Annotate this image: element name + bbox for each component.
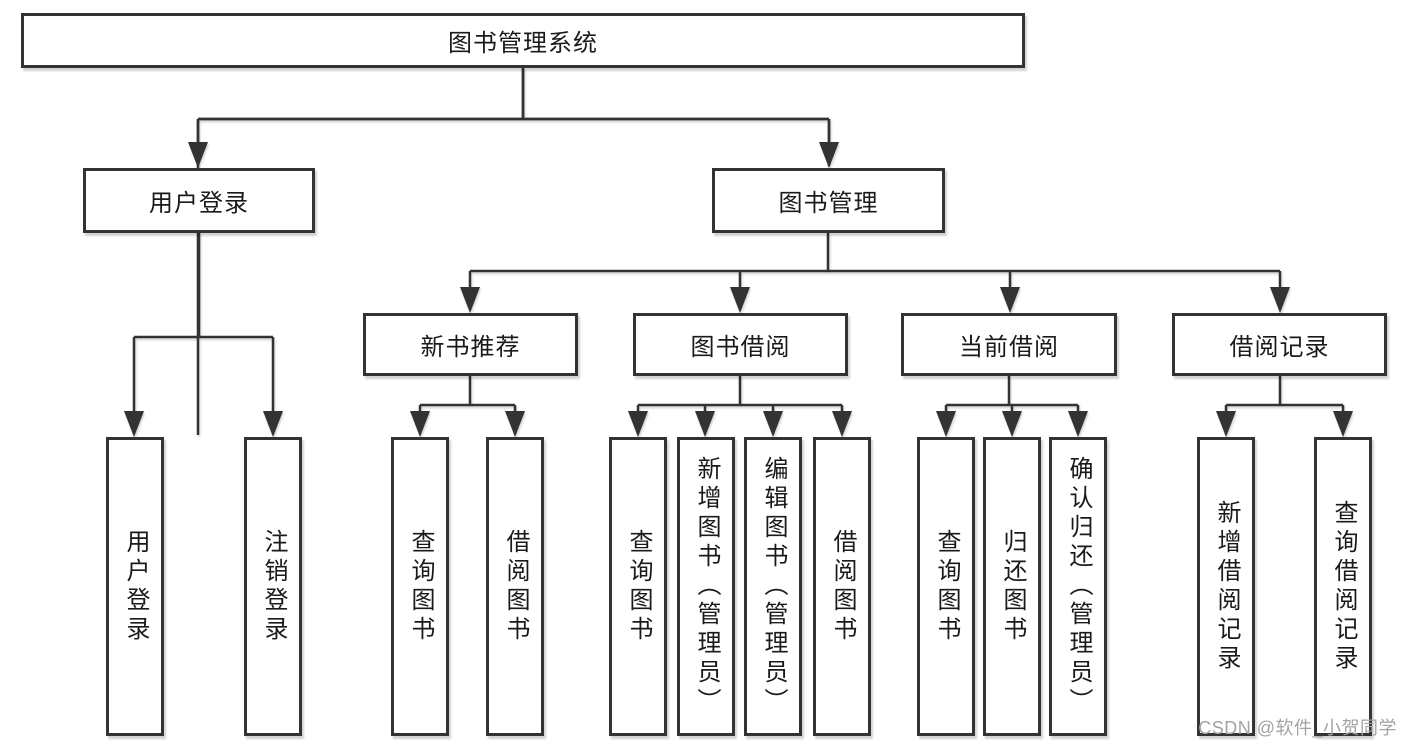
leaf-recommend-query-books: 查询图书 <box>391 437 449 736</box>
leaf-recommend-borrow-books: 借阅图书 <box>486 437 544 736</box>
leaf-current-query-books: 查询图书 <box>917 437 975 736</box>
csdn-watermark: CSDN @软件_小贺同学 <box>1198 718 1397 738</box>
node-library-management-system: 图书管理系统 <box>21 13 1025 68</box>
leaf-borrowing-add-books-admin: 新增图书（管理员） <box>677 437 735 736</box>
node-book-management-module: 图书管理 <box>712 168 945 233</box>
leaf-user-login: 用户登录 <box>106 437 164 736</box>
leaf-current-return-books: 归还图书 <box>983 437 1041 736</box>
arrowhead-icons <box>124 142 1353 437</box>
leaf-records-add-borrow-record: 新增借阅记录 <box>1197 437 1255 736</box>
node-borrowing-records: 借阅记录 <box>1172 313 1387 376</box>
leaf-current-confirm-return-admin: 确认归还（管理员） <box>1049 437 1107 736</box>
node-current-borrowing: 当前借阅 <box>901 313 1117 376</box>
leaf-borrowing-query-books: 查询图书 <box>609 437 667 736</box>
leaf-borrowing-edit-books-admin: 编辑图书（管理员） <box>744 437 802 736</box>
node-book-borrowing: 图书借阅 <box>633 313 848 376</box>
node-user-login-module: 用户登录 <box>83 168 315 233</box>
leaf-borrowing-borrow-books: 借阅图书 <box>813 437 871 736</box>
leaf-records-query-borrow-record: 查询借阅记录 <box>1314 437 1372 736</box>
node-new-book-recommendation: 新书推荐 <box>363 313 578 376</box>
connector-paths <box>132 68 1345 435</box>
leaf-logout: 注销登录 <box>244 437 302 736</box>
